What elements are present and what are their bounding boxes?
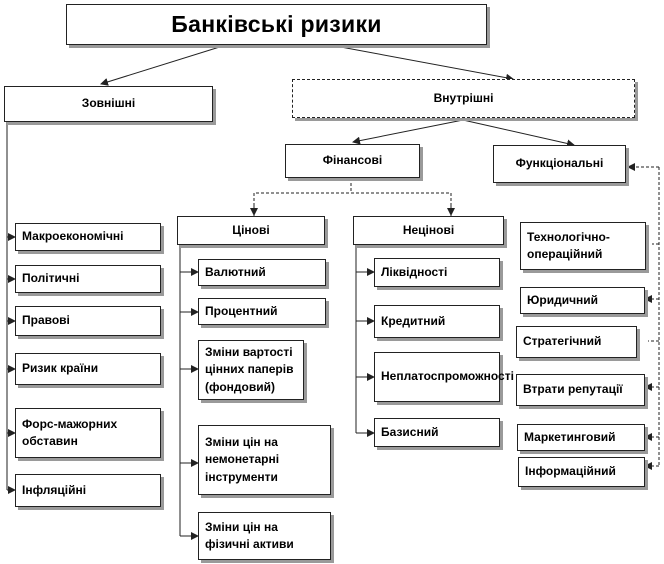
external-item: Форс-мажорних обставин xyxy=(15,408,161,458)
arrow-title-to-external xyxy=(100,44,227,86)
nonprice-item: Кредитний xyxy=(374,305,500,338)
financial-risks-node: Фінансові xyxy=(285,144,420,178)
price-item: Зміни вартості цінних паперів (фондовий) xyxy=(198,340,304,400)
functional-item: Стратегічний xyxy=(516,326,637,358)
arrow-internal-to-functional xyxy=(462,119,575,148)
nonprice-item: Базисний xyxy=(374,418,500,447)
external-item: Макроекономічні xyxy=(15,223,161,251)
nonprice-item: Неплатоспроможності xyxy=(374,352,514,402)
price-item: Зміни цін на немонетарні інструменти xyxy=(198,425,331,495)
functional-item: Маркетинговий xyxy=(517,424,645,451)
functional-item: Технологічно-операційний xyxy=(520,222,646,270)
nonprice-item: Ліквідності xyxy=(374,258,500,287)
price-item: Процентний xyxy=(198,298,326,325)
functional-item: Втрати репутації xyxy=(516,374,645,406)
functional-risks-node: Функціональні xyxy=(493,145,626,183)
arrow-financial-split xyxy=(253,192,452,216)
functional-item: Інформаційний xyxy=(518,457,645,487)
diagram-title: Банківські ризики xyxy=(66,4,487,45)
functional-item: Юридичний xyxy=(520,287,645,314)
nonprice-risks-node: Нецінові xyxy=(353,216,504,245)
arrow-title-to-internal xyxy=(329,44,514,82)
external-item: Ризик країни xyxy=(15,353,161,385)
arrow-internal-to-financial xyxy=(352,119,464,145)
external-item: Правові xyxy=(15,306,161,336)
price-item: Зміни цін на фізичні активи xyxy=(198,512,331,560)
internal-risks-node: Внутрішні xyxy=(292,79,635,118)
external-item: Політичні xyxy=(15,265,161,293)
price-item: Валютний xyxy=(198,259,326,286)
external-item: Інфляційні xyxy=(15,474,161,507)
external-risks-node: Зовнішні xyxy=(4,86,213,122)
price-risks-node: Цінові xyxy=(177,216,325,245)
